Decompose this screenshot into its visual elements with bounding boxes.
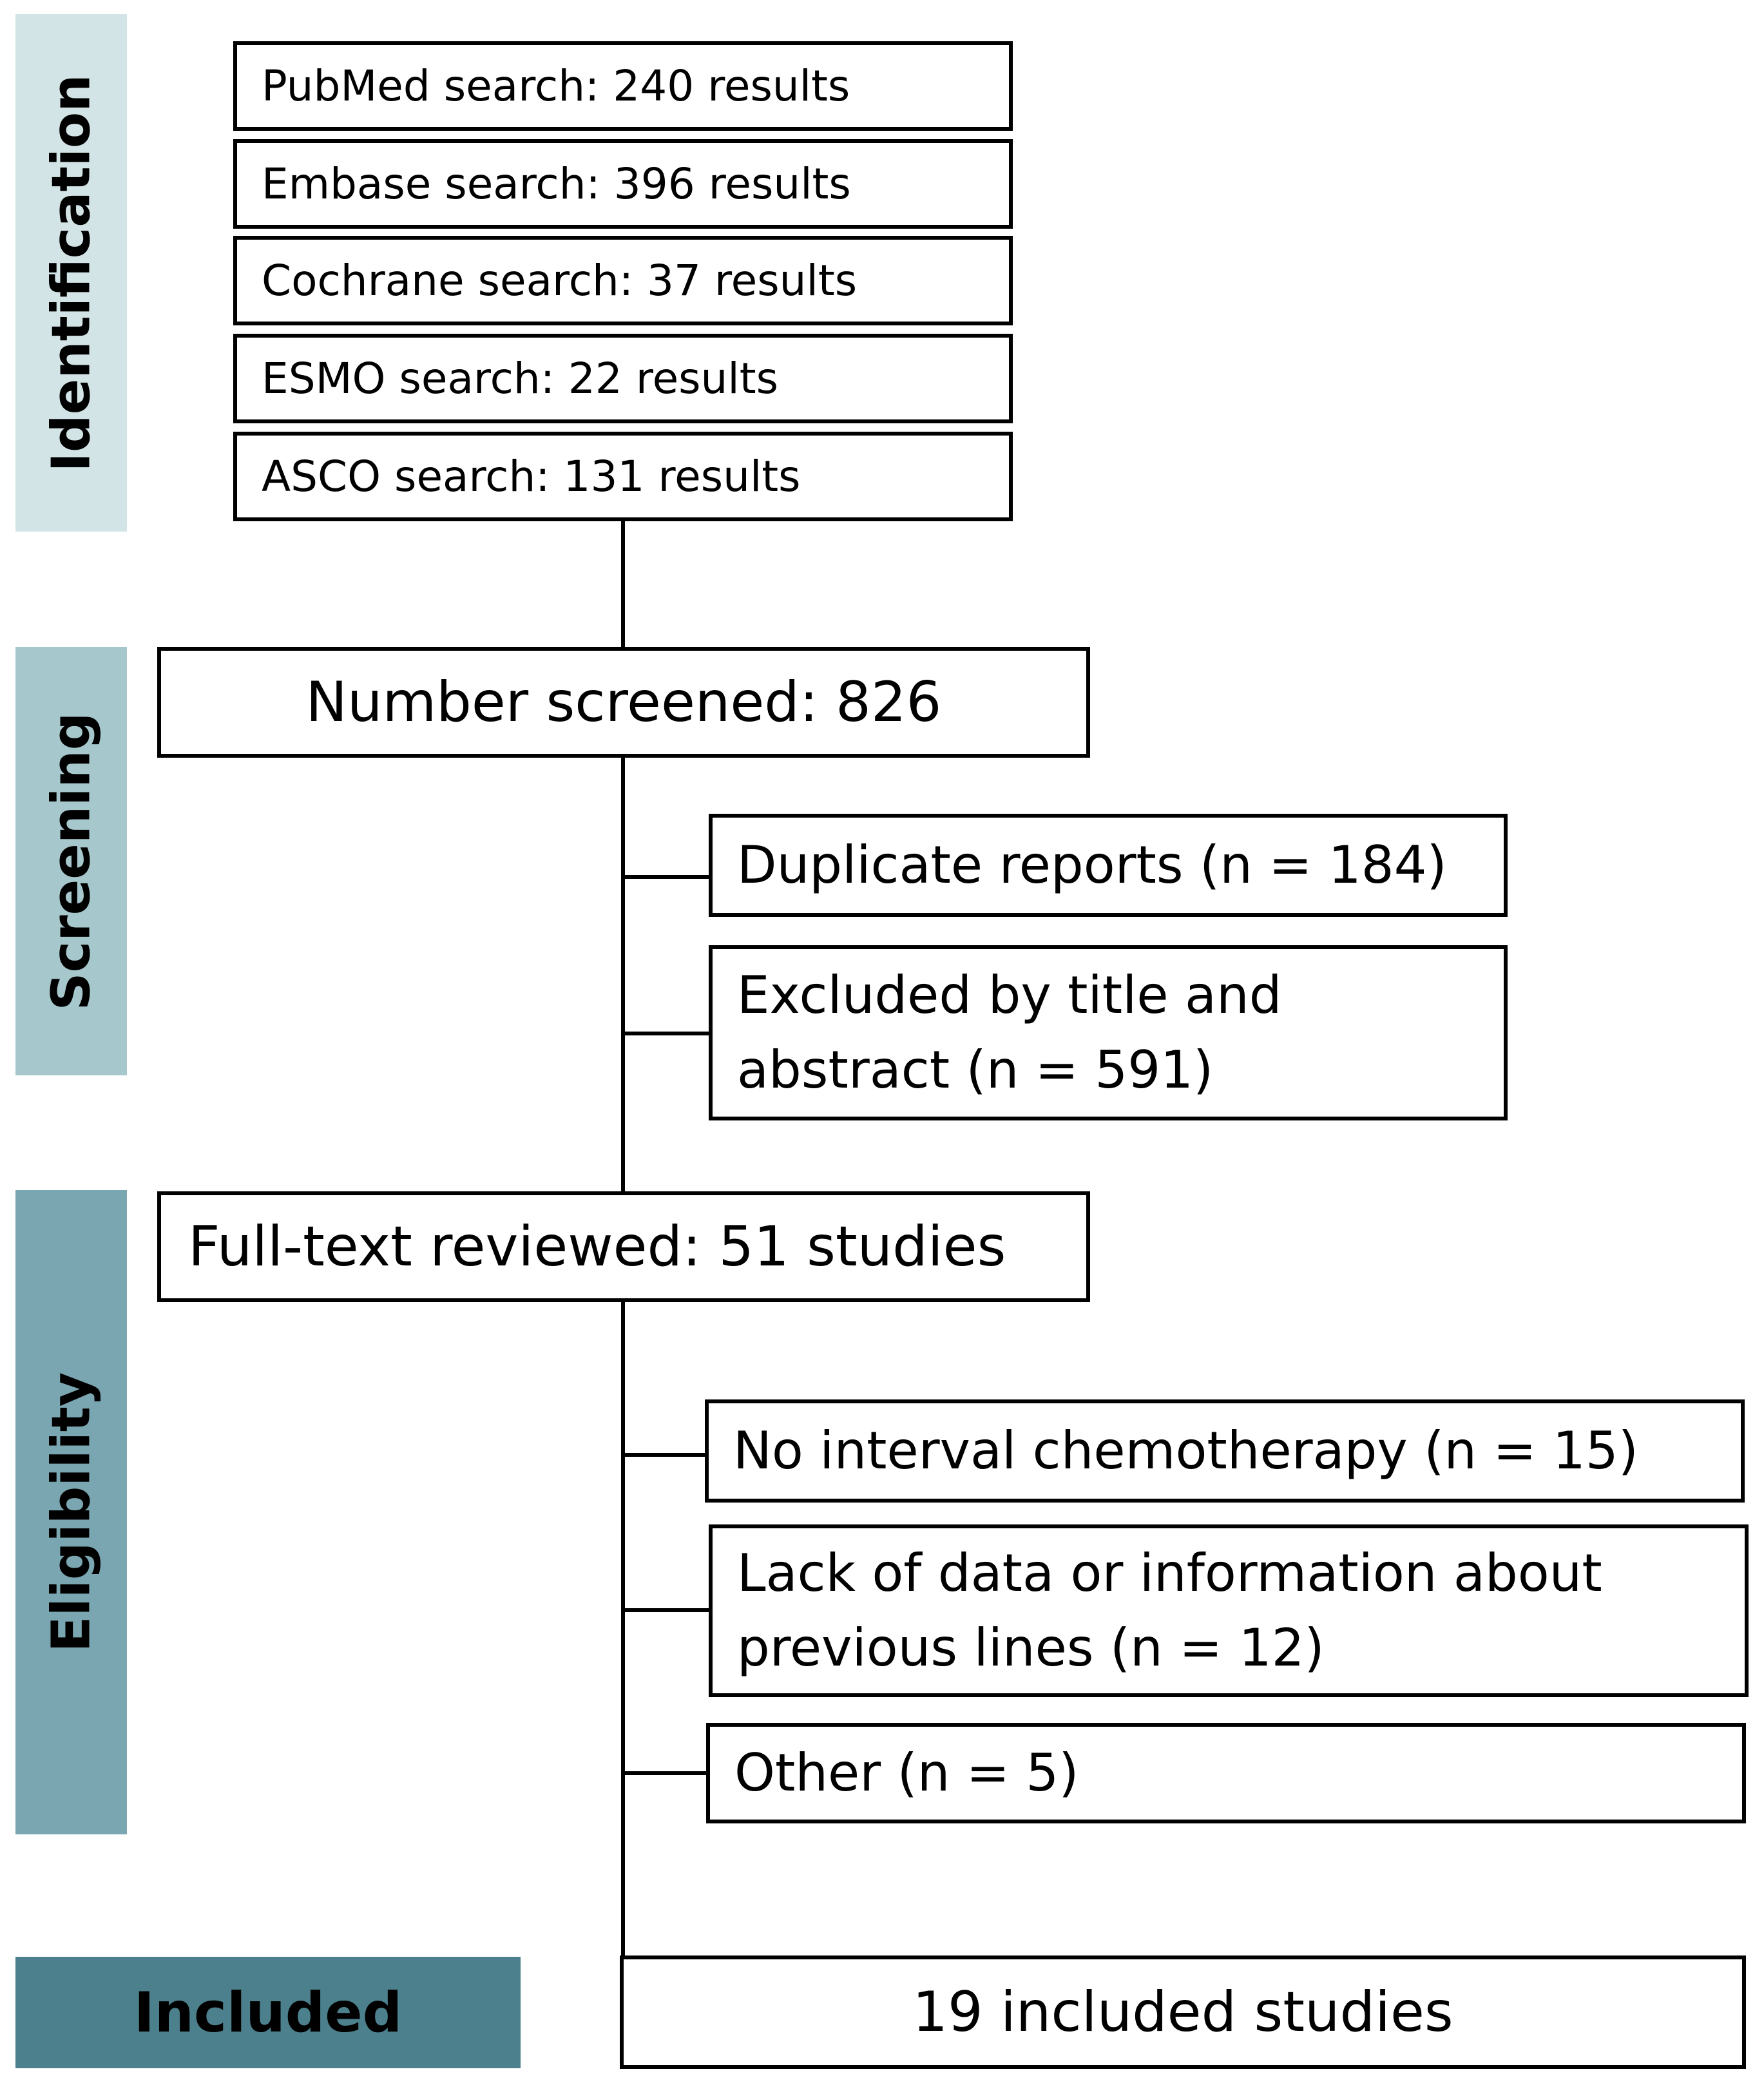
phase-eligibility-band: Eligibility xyxy=(15,1190,127,1834)
exclusion-box-duplicates: Duplicate reports (n = 184) xyxy=(709,814,1508,917)
source-text: ASCO search: 131 results xyxy=(262,452,801,501)
screened-box: Number screened: 826 xyxy=(157,647,1090,758)
exclusion-box-no-interval: No interval chemotherapy (n = 15) xyxy=(705,1399,1745,1503)
source-box-cochrane: Cochrane search: 37 results xyxy=(233,236,1013,325)
phase-included-label: Included xyxy=(133,1980,403,2045)
source-box-embase: Embase search: 396 results xyxy=(233,139,1013,229)
phase-identification-band: Identification xyxy=(15,14,127,532)
connector-duplicate xyxy=(621,875,710,879)
source-text: PubMed search: 240 results xyxy=(262,61,850,111)
connector-title-abstract xyxy=(621,1032,710,1035)
included-box: 19 included studies xyxy=(620,1955,1746,2069)
reviewed-box: Full-text reviewed: 51 studies xyxy=(157,1191,1090,1302)
exclusion-text: Lack of data or information about previo… xyxy=(737,1543,1602,1678)
source-box-asco: ASCO search: 131 results xyxy=(233,432,1013,521)
phase-screening-label: Screening xyxy=(41,712,102,1010)
connector-other xyxy=(621,1771,707,1775)
phase-eligibility-label: Eligibility xyxy=(41,1372,102,1653)
exclusion-box-lack-data: Lack of data or information about previo… xyxy=(709,1524,1749,1697)
reviewed-text: Full-text reviewed: 51 studies xyxy=(188,1215,1006,1279)
connector-lack-data xyxy=(621,1608,710,1612)
exclusion-text: No interval chemotherapy (n = 15) xyxy=(733,1421,1638,1481)
source-box-pubmed: PubMed search: 240 results xyxy=(233,41,1013,131)
phase-identification-label: Identification xyxy=(41,73,102,472)
source-text: Embase search: 396 results xyxy=(262,159,851,209)
exclusion-text: Other (n = 5) xyxy=(734,1743,1079,1803)
exclusion-box-other: Other (n = 5) xyxy=(706,1723,1746,1823)
exclusion-text: Excluded by title and abstract (n = 591) xyxy=(737,965,1282,1100)
connector-no-interval xyxy=(621,1453,706,1457)
source-box-esmo: ESMO search: 22 results xyxy=(233,334,1013,423)
phase-included-band: Included xyxy=(15,1957,521,2068)
exclusion-box-title-abstract: Excluded by title and abstract (n = 591) xyxy=(709,945,1508,1120)
source-text: ESMO search: 22 results xyxy=(262,354,778,403)
exclusion-text: Duplicate reports (n = 184) xyxy=(737,835,1447,895)
phase-screening-band: Screening xyxy=(15,647,127,1075)
source-text: Cochrane search: 37 results xyxy=(262,256,858,305)
screened-text: Number screened: 826 xyxy=(305,670,942,735)
included-text: 19 included studies xyxy=(912,1980,1453,2044)
